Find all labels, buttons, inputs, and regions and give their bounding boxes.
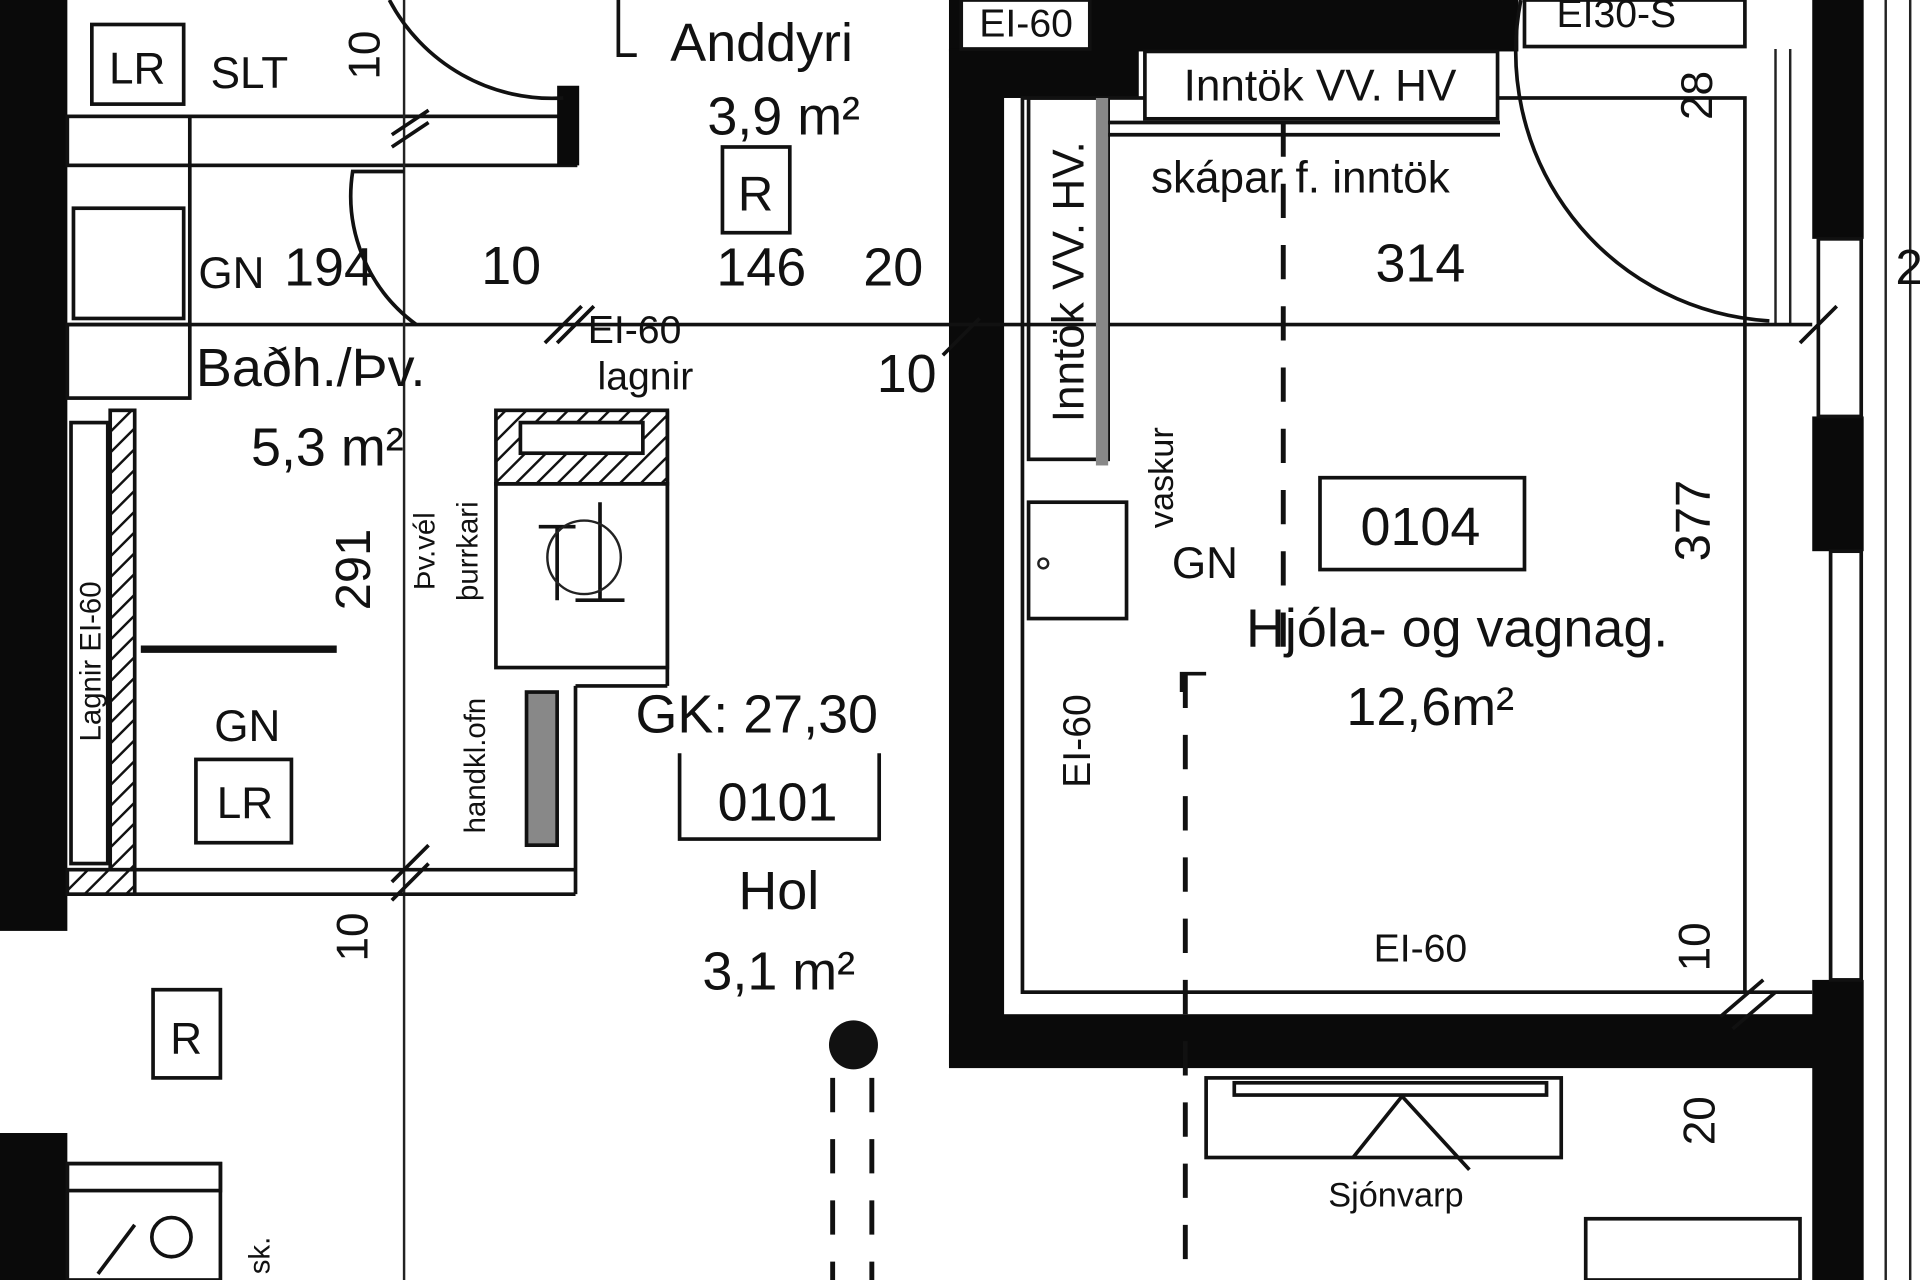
door-swing-bike: [1513, 0, 1770, 323]
ei30-label: EI30-S: [1556, 0, 1676, 36]
ei60-bottom-label: EI-60: [1374, 928, 1468, 971]
dim-28: 28: [1673, 71, 1722, 120]
intake-label-box: [1143, 49, 1500, 121]
door-swing-entrance: [387, 0, 564, 101]
window-right-a: [1816, 237, 1864, 419]
hatched-wall-left: [108, 408, 137, 896]
towel-heater: [524, 690, 559, 848]
lr-box-bath: [194, 757, 294, 845]
dim-20-top: 20: [863, 237, 923, 297]
doors: [348, 0, 1770, 327]
gn-label-top: GN: [198, 249, 264, 298]
sink: [1026, 500, 1129, 621]
column-dot: [828, 1020, 878, 1070]
bike-room-wall-left: [948, 48, 1005, 1066]
dim-314: 314: [1375, 234, 1465, 294]
dim-146: 146: [716, 237, 806, 297]
closet-label: sk.: [243, 1237, 276, 1275]
dim-2: 2: [1896, 241, 1920, 295]
bike-number: 0104: [1360, 497, 1480, 557]
ei60-lagnir: EI-60: [588, 309, 682, 352]
r-label-lower: R: [170, 1014, 202, 1063]
tv-unit: [1204, 1076, 1564, 1160]
dim-10-mid: 10: [481, 236, 541, 296]
hall-area: 3,1 m²: [702, 942, 855, 1002]
dim-194: 194: [284, 237, 374, 297]
gn-label-bike: GN: [1172, 539, 1238, 588]
partitions: [65, 0, 1813, 1280]
room-number-box-0104: [1318, 475, 1527, 572]
r-box-entrance: [720, 145, 792, 235]
ei60-top-label: EI-60: [979, 3, 1073, 46]
washer-label: Þv.vél: [409, 512, 442, 590]
ei60-left-label: EI-60: [1056, 694, 1099, 788]
lr-label-bath: LR: [217, 779, 273, 828]
hall-name: Hol: [738, 861, 819, 921]
gn-label-bath: GN: [214, 702, 280, 751]
slt-label: SLT: [211, 49, 289, 98]
window-right-b: [1828, 549, 1864, 982]
lr-label-top: LR: [109, 44, 165, 93]
tv-label: Sjónvarp: [1328, 1177, 1463, 1215]
entrance-name: Anddyri: [670, 13, 853, 73]
towel-heater-label: handkl.ofn: [459, 698, 492, 834]
sink-label: vaskur: [1143, 427, 1181, 528]
dim-10-bike: 10: [1670, 922, 1719, 971]
hall-level: GK: 27,30: [635, 684, 878, 744]
hall-number: 0101: [718, 773, 838, 833]
lagnir-label: lagnir: [598, 356, 694, 399]
intake-label-h: Inntök VV. HV: [1184, 61, 1457, 110]
cabinets-label: skápar f. inntök: [1151, 153, 1451, 202]
outer-wall-right-c: [1812, 979, 1864, 1280]
dryer-label: þurrkari: [452, 501, 485, 601]
lagnir-wall-label: Lagnir EI-60: [74, 581, 107, 741]
bike-room-wall-bottom: [948, 1014, 1819, 1069]
room-number-box-0101: [677, 753, 882, 841]
bath-name: Baðh./Þv.: [196, 338, 426, 398]
outer-wall-right-a: [1812, 0, 1864, 239]
dim-10-top: 10: [341, 31, 390, 80]
dim-10-right: 10: [877, 344, 937, 404]
intake-label-v: Inntök VV. HV.: [1045, 141, 1094, 422]
dim-20-bike: 20: [1675, 1096, 1724, 1145]
washer-icon: [538, 502, 625, 603]
entrance-marker: R: [738, 168, 773, 222]
dim-10-left: 10: [328, 913, 377, 962]
outer-wall-left-lower: [0, 1133, 68, 1280]
r-box-lower: [151, 987, 223, 1080]
bath-area: 5,3 m²: [251, 417, 404, 477]
outer-wall-left: [0, 0, 68, 931]
entrance-area: 3,9 m²: [707, 87, 860, 147]
bike-area: 12,6m²: [1346, 677, 1514, 737]
lr-box-top: [90, 22, 186, 106]
dim-377: 377: [1666, 480, 1720, 562]
dim-291: 291: [327, 529, 381, 611]
dimension-ticks: [390, 108, 1839, 1031]
outer-wall-right-b: [1812, 416, 1864, 552]
ei60-box-top: [959, 0, 1092, 51]
door-swing-bath: [348, 169, 418, 327]
bike-name: Hjóla- og vagnag.: [1246, 599, 1668, 659]
